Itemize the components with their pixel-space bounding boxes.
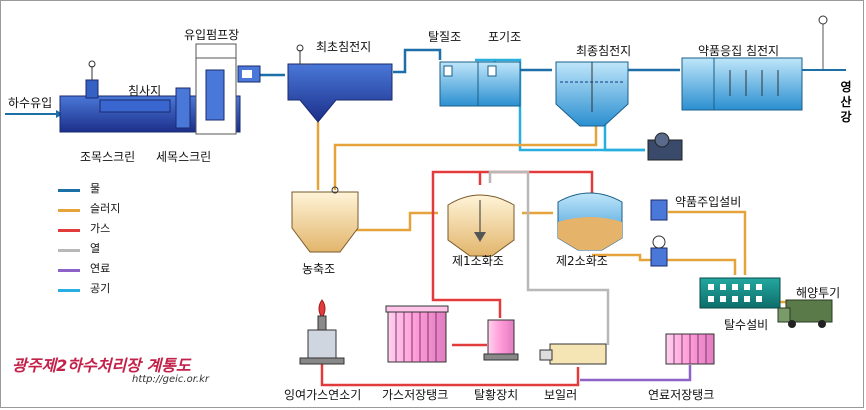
legend-swatch-air (58, 289, 80, 292)
label-chemical: 약품응집 침전지 (698, 44, 780, 58)
gas-line-loop (320, 362, 580, 387)
gas-lines (320, 170, 594, 387)
legend-label-water: 물 (90, 182, 101, 195)
heat-lines (488, 170, 610, 345)
legend-swatch-heat (58, 249, 80, 252)
label-digester2: 제2소화조 (556, 254, 608, 268)
bio-reactor (439, 61, 521, 107)
label-aeration: 포기조 (488, 30, 522, 44)
fine-screen (175, 87, 191, 129)
source-url: http://geic.or.kr (132, 374, 209, 385)
gas-storage-tank (385, 305, 449, 363)
label-fueltank: 연료저장탱크 (648, 388, 715, 402)
label-digester1: 제1소화조 (452, 254, 504, 268)
legend-label-fuel: 연료 (90, 262, 111, 275)
water-lines (260, 48, 680, 77)
label-chemfeed: 약품주입설비 (675, 195, 742, 209)
coarse-screen (85, 79, 99, 99)
legend-swatch-fuel (58, 269, 80, 272)
air-line-blower-final (603, 120, 645, 152)
label-dewater: 탈수설비 (724, 318, 769, 332)
gas-line-d2 (431, 170, 594, 318)
chemical-sedimentation (681, 15, 846, 111)
inlet-section (5, 43, 261, 135)
excess-gas-burner (299, 299, 345, 365)
label-fine-screen: 세목스크린 (156, 150, 212, 164)
fuel-line-tank-boiler (580, 365, 692, 382)
legend-swatch-sludge (58, 209, 80, 212)
sludge-line-chem-dewater (668, 210, 747, 275)
sludge-lines (316, 122, 800, 304)
legend-label-air: 공기 (90, 282, 111, 295)
label-thickener: 농축조 (302, 262, 336, 276)
diagram-title: 광주제2하수처리장 계통도 (12, 356, 191, 375)
label-desulf: 탈황장치 (474, 388, 519, 402)
fuel-storage-tank (665, 333, 715, 365)
label-inflow: 하수유입 (8, 96, 53, 110)
label-ocean: 해양투기 (796, 286, 841, 300)
water-line-primary-denit (393, 48, 442, 74)
sludge-line-d2-dewater (592, 253, 737, 275)
boiler (539, 343, 607, 365)
label-primary: 최초침전지 (316, 40, 372, 54)
digester-1 (447, 194, 515, 257)
label-denitrification: 탈질조 (428, 30, 462, 44)
label-pump: 유입펌프장 (184, 28, 240, 42)
chem-feed (650, 199, 668, 267)
heat-line-boiler (488, 170, 610, 345)
fuel-lines (580, 365, 692, 382)
primary-clarifier (287, 44, 393, 123)
sludge-line-thickener-d1 (344, 211, 438, 232)
digester-2 (557, 192, 623, 251)
legend-swatch-gas (58, 229, 80, 232)
legend-swatch-water (58, 189, 80, 192)
legend-label-gas: 가스 (90, 222, 111, 235)
label-gastank: 가스저장탱크 (382, 388, 449, 402)
label-grit: 침사지 (128, 84, 162, 98)
truck (777, 299, 833, 328)
label-final: 최종침전지 (576, 44, 632, 58)
desulfurizer (483, 319, 519, 361)
sludge-line-final-thickener (333, 126, 598, 190)
label-burner: 잉여가스연소기 (284, 388, 362, 402)
label-coarse-screen: 조목스크린 (80, 150, 136, 164)
thickener (291, 186, 359, 253)
legend-label-heat: 열 (90, 242, 101, 255)
dewatering-unit (699, 277, 781, 309)
final-clarifier (555, 61, 629, 127)
blower (647, 132, 683, 161)
legend-label-sludge: 슬러지 (90, 202, 121, 215)
label-boiler: 보일러 (544, 388, 578, 402)
